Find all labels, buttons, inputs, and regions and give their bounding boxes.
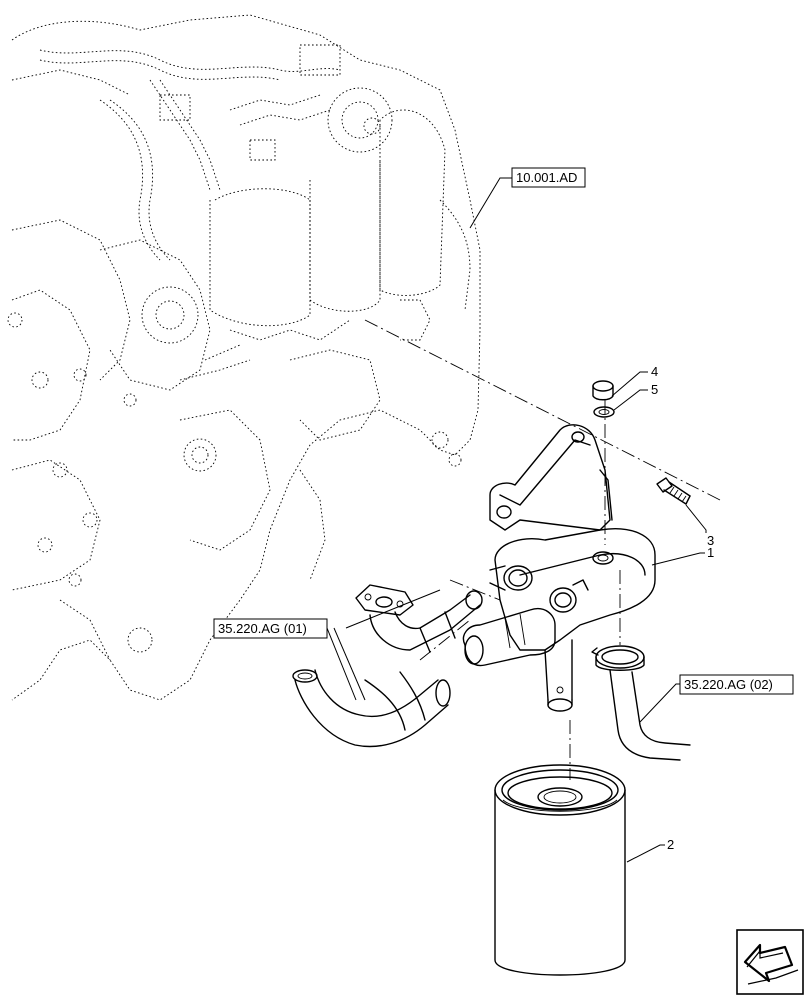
callout-4: 4 <box>651 364 658 379</box>
right-hose-reference-label: 35.220.AG (02) <box>684 677 773 692</box>
left-hose-assembly <box>292 584 483 748</box>
leader-lines <box>326 177 707 863</box>
right-hose-assembly <box>591 645 691 761</box>
seal-washer-part <box>593 406 615 418</box>
left-hose-reference[interactable]: 35.220.AG (01) <box>213 618 328 639</box>
assembly-center-lines <box>364 319 721 780</box>
engine-block-reference-label: 10.001.AD <box>516 170 577 185</box>
arrow-icon[interactable] <box>736 929 804 995</box>
filter-cartridge-part <box>494 764 626 976</box>
engine-block-reference[interactable]: 10.001.AD <box>511 167 586 188</box>
left-hose-reference-label: 35.220.AG (01) <box>218 621 307 636</box>
callout-1: 1 <box>707 545 714 560</box>
right-hose-reference[interactable]: 35.220.AG (02) <box>679 674 794 695</box>
bolt-part <box>656 477 691 505</box>
callout-2: 2 <box>667 837 674 852</box>
filter-head-part <box>462 424 656 712</box>
callout-3: 3 <box>707 533 714 548</box>
engine-block-drawing <box>7 14 481 701</box>
plug-part <box>592 380 614 401</box>
callout-5: 5 <box>651 382 658 397</box>
